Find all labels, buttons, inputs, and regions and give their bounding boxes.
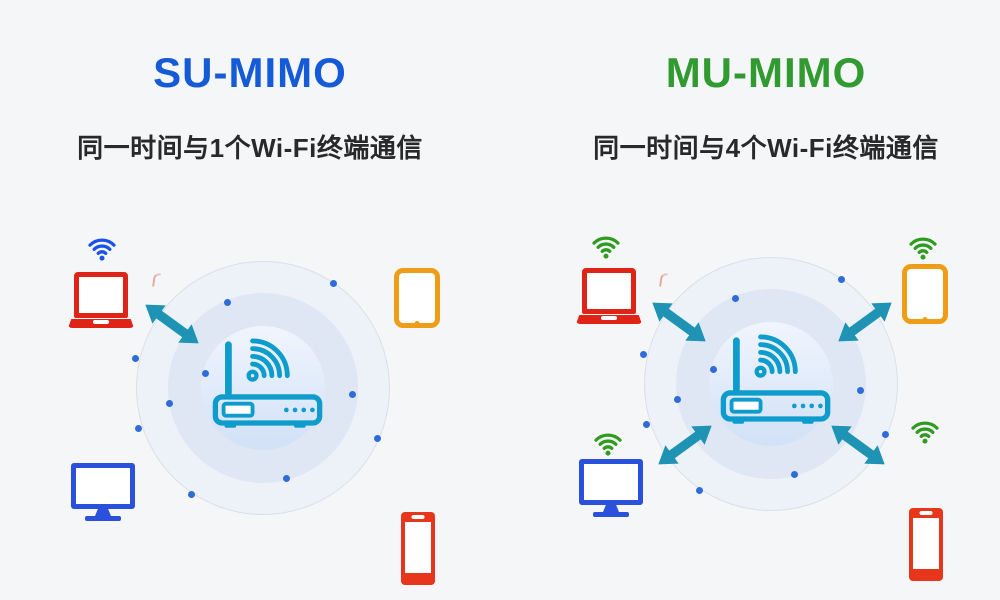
signal-dot (283, 475, 290, 482)
artifact-mark (659, 272, 668, 288)
laptop-icon (576, 268, 642, 324)
wifi-signal-icon (84, 232, 120, 261)
coverage-ring-inner (709, 322, 833, 446)
artifact-mark (152, 272, 161, 288)
signal-dot (674, 396, 681, 403)
data-stream-arrow-tablet (831, 292, 900, 352)
tablet-icon (902, 264, 948, 324)
signal-dot (882, 431, 889, 438)
router-icon (212, 338, 323, 428)
wifi-signal-icon (905, 231, 941, 260)
router-icon (720, 334, 831, 424)
coverage-ring-inner (201, 326, 325, 450)
signal-dot (202, 370, 209, 377)
wifi-signal-icon (907, 415, 943, 444)
laptop-icon (68, 272, 134, 328)
mu-mimo-diagram (538, 201, 988, 581)
mu-mimo-title: MU-MIMO (665, 49, 867, 96)
signal-dot (640, 351, 647, 358)
monitor-icon (71, 463, 135, 523)
signal-dot (710, 366, 717, 373)
signal-dot (696, 487, 703, 494)
data-stream-arrow-laptop (138, 294, 207, 354)
signal-dot (374, 435, 381, 442)
signal-dot (224, 299, 231, 306)
tablet-icon (394, 268, 440, 328)
su-mimo-diagram (30, 205, 480, 585)
phone-icon (401, 512, 435, 585)
signal-dot (166, 400, 173, 407)
signal-dot (732, 295, 739, 302)
signal-dot (838, 276, 845, 283)
su-mimo-subtitle: 同一时间与1个Wi-Fi终端通信 (77, 133, 423, 163)
data-stream-arrow-phone (824, 415, 893, 475)
signal-dot (188, 491, 195, 498)
data-stream-arrow-laptop (645, 292, 714, 352)
phone-icon (909, 508, 943, 581)
mu-mimo-subtitle: 同一时间与4个Wi-Fi终端通信 (593, 133, 939, 163)
su-mimo-title: SU-MIMO (153, 49, 347, 96)
signal-dot (330, 280, 337, 287)
signal-dot (643, 421, 650, 428)
signal-dot (791, 471, 798, 478)
signal-dot (135, 425, 142, 432)
data-stream-arrow-monitor (651, 415, 720, 475)
signal-dot (132, 355, 139, 362)
signal-dot (349, 391, 356, 398)
wifi-signal-icon (588, 230, 624, 259)
monitor-icon (579, 459, 643, 519)
wifi-signal-icon (590, 427, 626, 456)
signal-dot (857, 387, 864, 394)
